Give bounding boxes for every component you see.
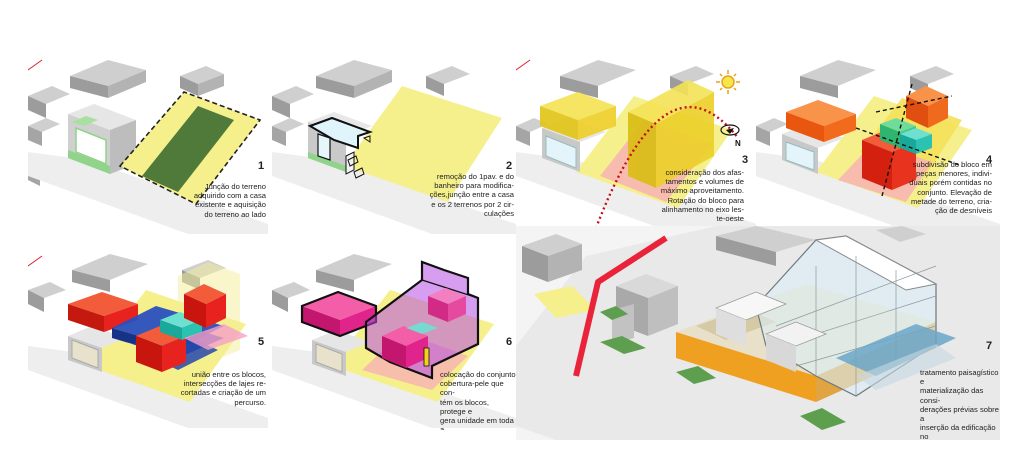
step-2-panel: 2 remoção do 1pav. e do banheiro para mo… — [272, 56, 516, 236]
sun-icon — [716, 70, 740, 94]
step-4-caption: subdivisão do bloco em peças menores, in… — [898, 160, 992, 215]
step-5-panel: 5 união entre os blocos, intersecções de… — [28, 240, 268, 430]
site-edge-line — [516, 60, 530, 70]
step-6-caption: colocação do conjunto cobertura-pele que… — [440, 370, 516, 430]
compass-letter: N — [735, 139, 741, 148]
site-edge-line — [28, 60, 42, 70]
step-4-panel: 4 subdivisão do bloco em peças menores, … — [756, 56, 1000, 236]
step-7-caption: tratamento paisagístico e materialização… — [920, 368, 1000, 440]
step-1-panel: 1 Junção do terreno adquirido com a casa… — [28, 56, 268, 236]
step-1-caption: Junção do terreno adquirido com a casa e… — [188, 182, 266, 219]
step-3-number: 3 — [742, 154, 748, 166]
step-6-panel: 6 colocação do conjunto cobertura-pele q… — [272, 240, 516, 430]
site-edge-line — [28, 256, 42, 266]
step-7-number: 7 — [986, 340, 992, 352]
stair-accent — [424, 348, 429, 366]
step-2-number: 2 — [506, 160, 512, 172]
step-1-number: 1 — [258, 160, 264, 172]
step-6-number: 6 — [506, 336, 512, 348]
step-5-number: 5 — [258, 336, 264, 348]
step-3-caption: consideração dos afas- tamentos e volume… — [652, 168, 744, 223]
step-5-caption: união entre os blocos, intersecções de l… — [178, 370, 266, 407]
step-2-caption: remoção do 1pav. e do banheiro para modi… — [422, 172, 514, 218]
step-3-panel: N 3 consideração dos afas- tamentos e vo… — [516, 56, 756, 236]
step-7-panel: 7 tratamento paisagístico e materializaç… — [516, 226, 1000, 440]
